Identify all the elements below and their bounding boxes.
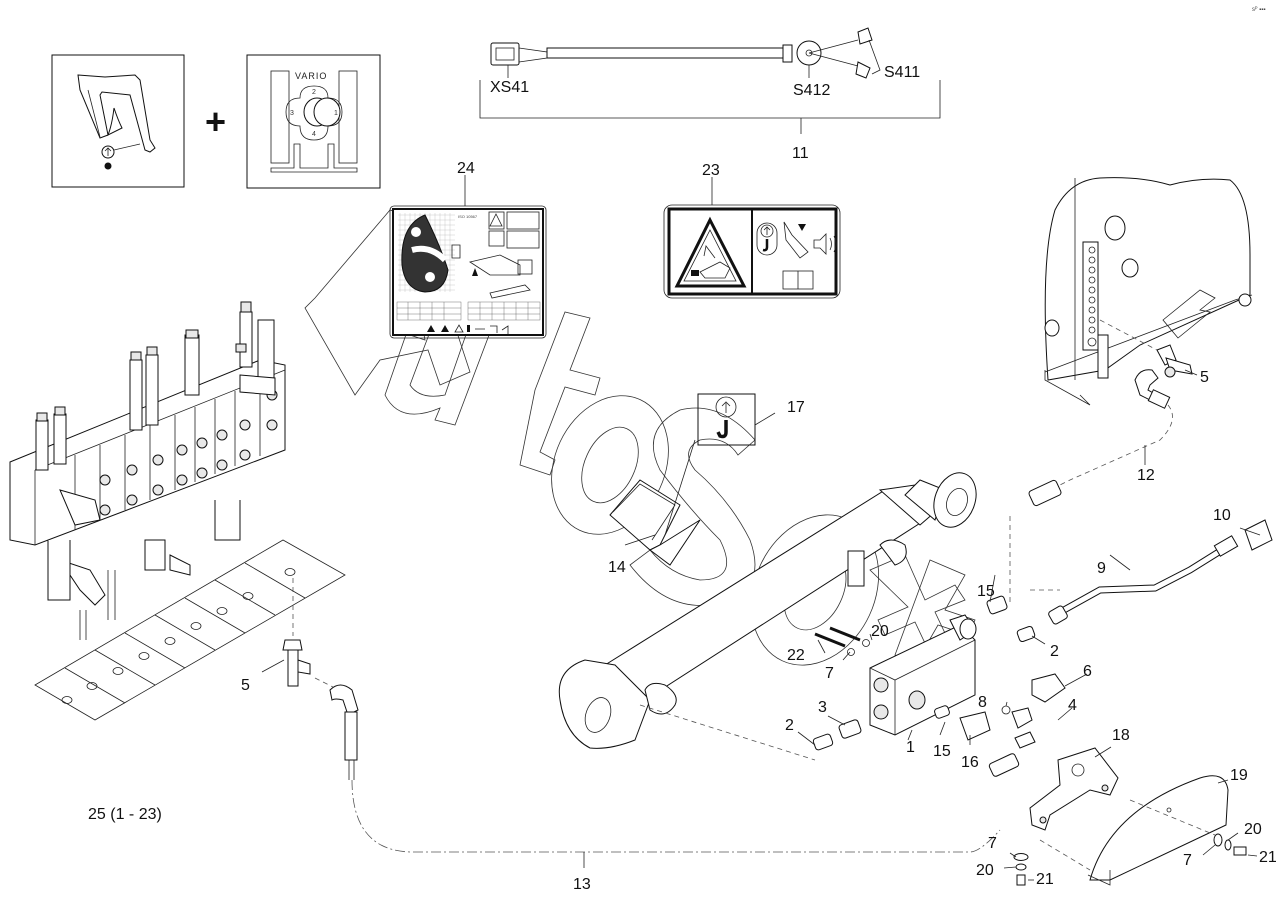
callout-21: 21: [1259, 849, 1277, 866]
bolts-and-washers: [814, 626, 870, 656]
warning-decal: [663, 204, 841, 299]
connector-label-xs41: XS41: [490, 79, 529, 96]
callout-4: 4: [1068, 697, 1077, 714]
tee-fitting-left: [282, 639, 311, 687]
callout-11: 11: [792, 145, 809, 162]
callout-3: 3: [818, 699, 827, 716]
callout-15: 15: [933, 743, 951, 760]
vario-joystick-icon: VARIO 2 3 1 4: [246, 54, 381, 189]
hose-elbow: [329, 684, 359, 780]
callout-9: 9: [1097, 560, 1106, 577]
protective-cover: [1087, 775, 1229, 886]
callout-2: 2: [1050, 643, 1059, 660]
vario-label: VARIO: [295, 71, 327, 81]
svg-text:4: 4: [312, 131, 316, 138]
callout-23: 23: [702, 162, 720, 179]
callout-12: 12: [1137, 467, 1155, 484]
callout-7: 7: [825, 665, 834, 682]
valve-block: [869, 614, 977, 736]
svg-text:3: 3: [290, 110, 294, 117]
callout-21: 21: [1036, 871, 1054, 888]
valve-gasket-plate: [34, 539, 346, 721]
callout-7: 7: [988, 835, 997, 852]
steel-pipe: [1048, 519, 1273, 625]
bottom-washers-bolts: [1013, 833, 1247, 886]
callout-1: 1: [906, 739, 915, 756]
callout-24: 24: [457, 160, 475, 177]
callout-22: 22: [787, 647, 805, 664]
callout-16: 16: [961, 754, 979, 771]
callouts: 1 2 2 3 4 5 5 6 7 7 7 8 9 10 11 12 13 14…: [241, 145, 1277, 893]
svg-text:2: 2: [312, 89, 316, 96]
callout-10: 10: [1213, 507, 1231, 524]
callout-6: 6: [1083, 663, 1092, 680]
kit-note: 25 (1 - 23): [88, 806, 162, 823]
mounting-bracket: [1029, 747, 1119, 831]
iso-label: ISO 10567: [458, 214, 478, 219]
callout-15: 15: [977, 583, 995, 600]
callout-20: 20: [871, 623, 889, 640]
callout-18: 18: [1112, 727, 1130, 744]
load-chart-decal: ISO 10567: [389, 205, 547, 339]
callout-14: 14: [608, 559, 626, 576]
elbow-fitting-right: [1134, 369, 1171, 409]
callout-19: 19: [1230, 767, 1248, 784]
connector-label-s412: S412: [793, 82, 830, 99]
callout-2: 2: [785, 717, 794, 734]
excavator-arm-lift-icon: [51, 54, 185, 188]
callout-20: 20: [1244, 821, 1262, 838]
callout-20: 20: [976, 862, 994, 879]
hose-end-fitting: [1028, 479, 1062, 507]
callout-13: 13: [573, 876, 591, 893]
lift-hook-decal: [697, 393, 756, 446]
callout-7: 7: [1183, 852, 1192, 869]
hydraulic-tank: [1044, 177, 1253, 406]
connector-label-s411: S411: [884, 64, 920, 81]
wiring-harness: [479, 27, 941, 134]
plus-sign: +: [205, 101, 226, 142]
hydraulic-cylinder: [558, 472, 977, 749]
corner-mark: sᴾ ▪▪▪: [1252, 6, 1266, 13]
tee-fitting-right: [1156, 344, 1193, 378]
svg-text:1: 1: [334, 110, 338, 117]
callout-8: 8: [978, 694, 987, 711]
callout-17: 17: [787, 399, 805, 416]
callout-5: 5: [1200, 369, 1209, 386]
control-valve-block: [9, 301, 286, 640]
leader-lines: [464, 175, 1261, 881]
callout-5: 5: [241, 677, 250, 694]
rocker-switch: [609, 479, 701, 566]
